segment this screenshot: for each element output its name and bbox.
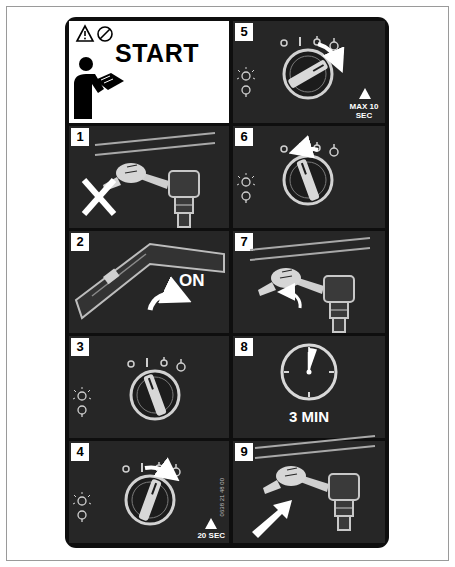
control-knob-ignite-part [123,462,180,524]
valve-push-part [255,436,375,530]
step-panel: 9 [233,441,385,543]
control-knob-max-part [281,36,338,98]
valve-push-part [252,500,292,538]
step-panel: 4 20 SEC [69,441,229,543]
step-panel: 3 [69,336,229,438]
time-limit: 20 SEC [197,531,225,540]
control-knob-on [73,357,185,419]
main-switch-part [103,269,120,285]
callout-number: 4 [71,443,89,461]
control-knob-ignite-part [73,492,91,522]
wait-clock-part [308,392,310,397]
callout-number: 9 [235,443,253,461]
wait-clock-part [284,371,289,373]
control-knob-ignite [73,462,217,529]
wait-clock-part [329,371,334,373]
control-knob-max-part [318,44,338,62]
main-switch [76,244,224,318]
start-icons-part [101,76,110,80]
control-knob-max [237,36,371,99]
control-knob-on-part [128,357,185,419]
step-panel: 2ON [69,231,229,333]
wait-clock-part [307,370,312,375]
start-heading: START [115,39,199,68]
main-switch-part [92,254,146,296]
start-icons [74,26,124,119]
valve-open [250,238,370,332]
part-number: 0638 21 48 00 [219,478,225,516]
wait-time: 3 MIN [233,408,385,425]
step-panel: 1 [69,126,229,228]
main-switch-part [76,244,224,318]
step-panel: 8 3 MIN [233,336,385,438]
valve-closed-part [95,133,215,227]
wait-clock-part [309,348,317,372]
control-knob-max-part [287,59,328,89]
switch-state: ON [179,271,205,291]
control-knob-max-part [237,67,255,97]
control-knob-return-part [281,142,338,204]
valve-open-part [286,292,300,308]
wait-clock-part [308,347,310,352]
control-knob-return-part [237,173,255,203]
valve-closed [84,133,215,227]
start-icons-part [77,26,93,41]
wait-clock [282,345,336,399]
control-knob-ignite-part [138,479,162,522]
start-icons-part [100,29,110,39]
callout-number: 3 [71,338,89,356]
control-knob-ignite-part [145,467,170,474]
control-knob-return-part [300,149,318,150]
start-icons-part [104,79,113,83]
valve-closed-part [84,180,114,214]
valve-closed-part [84,180,114,214]
control-knob-return [237,142,338,204]
callout-number: 7 [235,233,253,251]
step-panel: 5MAX 10 SEC [233,21,385,123]
start-icons-part [95,73,124,90]
main-switch-part [150,294,178,310]
step-panel: 6 [233,126,385,228]
control-knob-max-part [359,88,371,99]
start-panel: START [69,21,229,123]
control-knob-on-part [73,387,91,417]
callout-number: 5 [235,23,253,41]
wait-clock-part [308,352,311,372]
start-icons-part [79,57,93,71]
time-limit: MAX 10 SEC [346,102,382,120]
start-icons-part [84,38,86,40]
callout-number: 6 [235,128,253,146]
wait-clock-part [282,345,336,399]
callout-number: 1 [71,128,89,146]
start-icons-part [98,27,112,41]
start-icons-part [74,74,104,119]
callout-number: 2 [71,233,89,251]
step-panel: 7 [233,231,385,333]
control-knob-ignite-part [205,518,217,529]
control-knob-return-part [296,159,320,202]
start-icons-part [84,31,86,36]
valve-push [252,436,375,538]
callout-number: 8 [235,338,253,356]
control-knob-on-part [143,374,167,417]
valve-open-part [250,238,370,332]
